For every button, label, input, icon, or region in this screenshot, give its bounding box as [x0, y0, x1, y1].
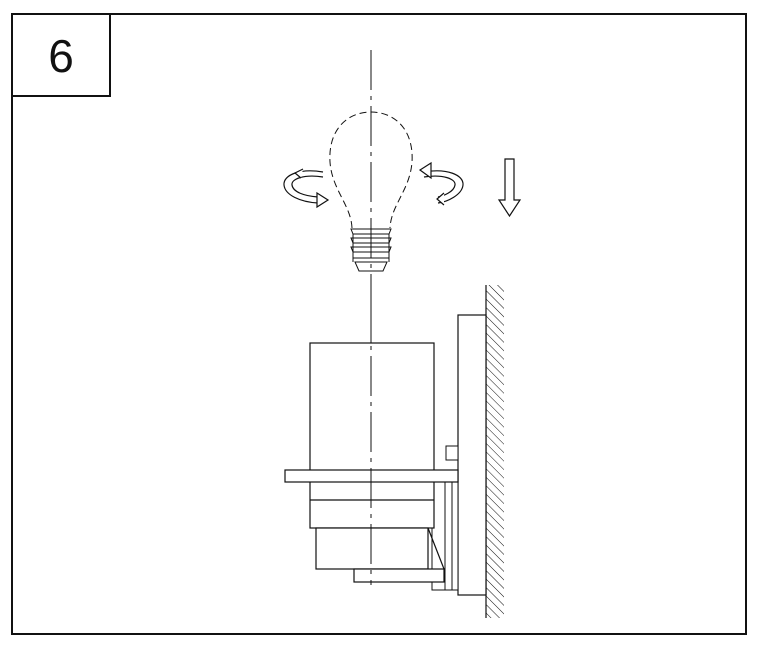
step-number: 6 — [48, 30, 74, 82]
bulb-glass — [329, 111, 413, 229]
step-number-box — [11, 13, 111, 97]
mounting-knob — [445, 445, 459, 461]
wall-plate — [457, 314, 487, 596]
arrow-down-icon — [497, 158, 522, 218]
fixture-bracket — [431, 469, 459, 591]
rotate-arrow-icon — [283, 168, 330, 209]
wall — [485, 285, 504, 618]
rotate-arrow-icon — [418, 161, 464, 206]
bulb-screw-base — [350, 228, 392, 272]
lamp-shade — [309, 342, 445, 583]
light-bulb — [329, 111, 413, 272]
